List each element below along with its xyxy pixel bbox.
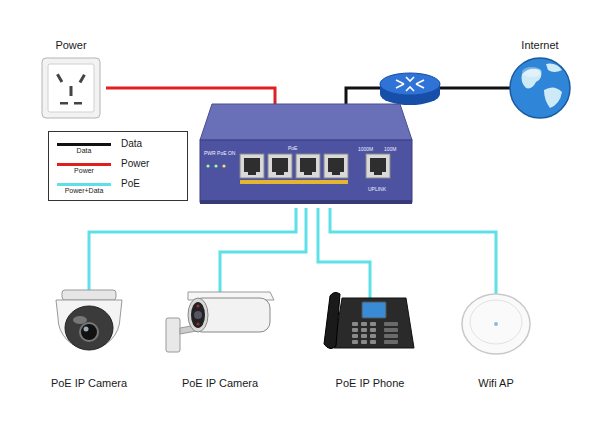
internet-globe: Internet xyxy=(502,38,578,120)
cable-line xyxy=(89,208,296,290)
router-arrows xyxy=(396,77,424,91)
connector xyxy=(220,208,306,292)
dome-camera-picture xyxy=(28,284,150,392)
power-label: Power xyxy=(36,38,106,52)
port-label: 100M xyxy=(384,146,397,152)
legend-sublabel: Power xyxy=(51,167,117,175)
device-label: PoE IP Camera xyxy=(158,376,282,390)
ip-phone: PoE IP Phone xyxy=(306,284,434,392)
port-label: PWR PoE ON xyxy=(204,150,235,156)
port-label: 1000M xyxy=(358,146,373,152)
legend-text: PoE xyxy=(121,178,140,190)
legend-line xyxy=(57,143,111,146)
legend-text: Data xyxy=(121,138,142,150)
router-top xyxy=(380,73,440,95)
device-label: PoE IP Phone xyxy=(306,376,434,390)
port-label: UPLINK xyxy=(368,186,386,192)
legend-line xyxy=(57,163,111,166)
bullet-camera-picture xyxy=(158,284,282,392)
cable-line xyxy=(330,208,496,294)
legend-text: Power xyxy=(121,158,149,170)
cable-line xyxy=(106,88,275,104)
device-label: PoE IP Camera xyxy=(28,376,150,390)
wifi-ap: Wifi AP xyxy=(434,284,558,392)
cable-line xyxy=(220,208,306,292)
dome-camera: PoE IP Camera xyxy=(28,284,150,392)
device-label: Wifi AP xyxy=(434,376,558,390)
connector xyxy=(106,88,275,104)
cable-line xyxy=(318,208,370,298)
port-label: PoE xyxy=(288,145,297,151)
legend-box: DataPowerPoE DataPowerPower+Data xyxy=(48,131,188,201)
power-outlet: Power xyxy=(36,38,106,122)
bullet-camera: PoE IP Camera xyxy=(158,284,282,392)
connector xyxy=(330,208,496,294)
legend-sublabel: Power+Data xyxy=(51,187,117,195)
connector xyxy=(318,208,370,298)
ip-phone-picture xyxy=(306,284,434,392)
legend-line xyxy=(57,183,111,186)
legend-sublabel: Data xyxy=(51,147,117,155)
wifi-ap-picture xyxy=(434,284,558,392)
connector xyxy=(89,208,296,290)
internet-label: Internet xyxy=(502,38,578,52)
poe-switch: PWR PoE ON PoE 1000M 100M UPLINK xyxy=(198,100,414,208)
